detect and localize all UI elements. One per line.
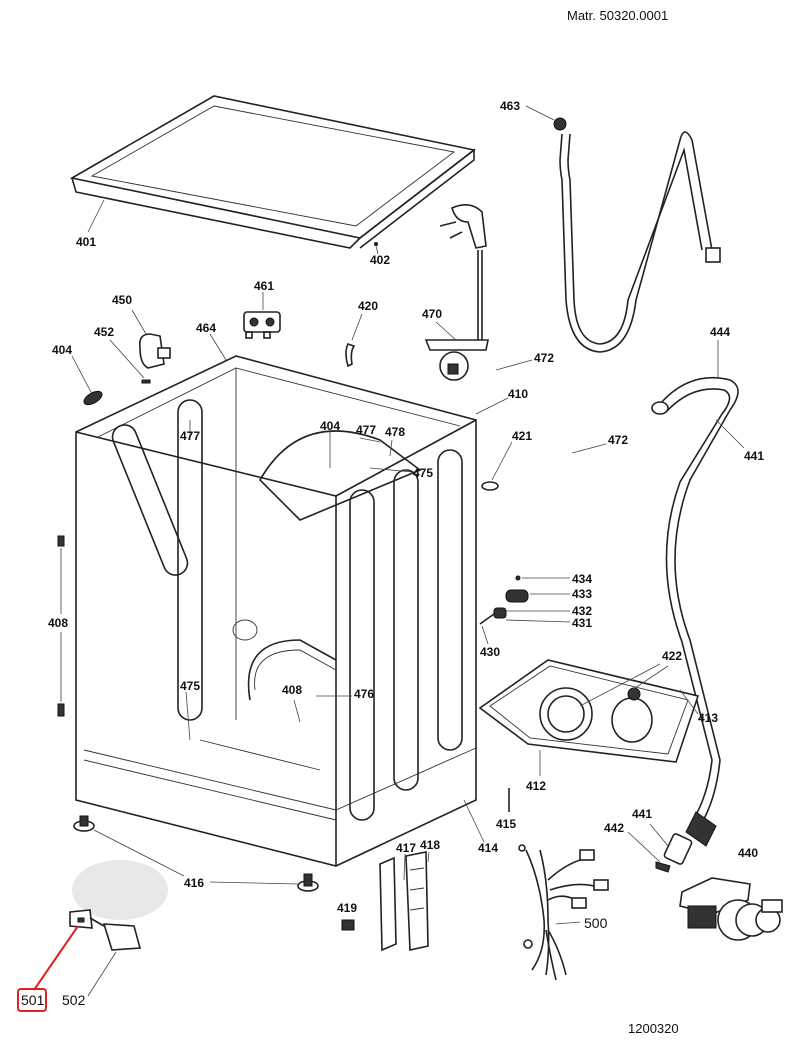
label-408-left[interactable]: 408: [48, 616, 68, 630]
highlight-box-501: [17, 988, 47, 1012]
label-476[interactable]: 476: [354, 687, 374, 701]
label-401[interactable]: 401: [76, 235, 96, 249]
label-420[interactable]: 420: [358, 299, 378, 313]
drain-hose-part[interactable]: [651, 376, 739, 865]
label-402[interactable]: 402: [370, 253, 390, 267]
inlet-valve-part[interactable]: [243, 311, 281, 339]
sensor-connector-part[interactable]: [69, 909, 93, 929]
clip-part[interactable]: [345, 343, 356, 368]
label-412[interactable]: 412: [526, 779, 546, 793]
label-421[interactable]: 421: [512, 429, 532, 443]
label-408-center[interactable]: 408: [282, 683, 302, 697]
label-414[interactable]: 414: [478, 841, 498, 855]
wiring-harness-part[interactable]: [518, 844, 609, 981]
label-461[interactable]: 461: [254, 279, 274, 293]
label-442[interactable]: 442: [604, 821, 624, 835]
label-450[interactable]: 450: [112, 293, 132, 307]
material-number: Matr. 50320.0001: [567, 8, 668, 23]
drain-pump-part[interactable]: [679, 877, 783, 941]
label-432[interactable]: 432: [572, 604, 592, 618]
label-416[interactable]: 416: [184, 876, 204, 890]
control-board-part[interactable]: [379, 851, 429, 952]
label-430[interactable]: 430: [480, 645, 500, 659]
label-434[interactable]: 434: [572, 572, 592, 586]
power-cord-part[interactable]: [424, 204, 489, 381]
label-463[interactable]: 463: [500, 99, 520, 113]
label-444[interactable]: 444: [710, 325, 730, 339]
small-part-419[interactable]: [341, 919, 355, 931]
door-lock-parts[interactable]: [479, 575, 529, 625]
inlet-hose-part[interactable]: [553, 117, 721, 353]
label-441-lower[interactable]: 441: [632, 807, 652, 821]
top-lid-part[interactable]: [69, 95, 476, 249]
label-477-center[interactable]: 477: [356, 423, 376, 437]
hose-clamp-part[interactable]: [655, 861, 671, 873]
sensor-body-part[interactable]: [89, 917, 142, 951]
label-440[interactable]: 440: [738, 846, 758, 860]
gray-shadow: [72, 860, 168, 920]
label-500[interactable]: 500: [584, 915, 608, 931]
label-475-right[interactable]: 475: [413, 466, 433, 480]
label-415[interactable]: 415: [496, 817, 516, 831]
label-477-left[interactable]: 477: [180, 429, 200, 443]
label-410[interactable]: 410: [508, 387, 528, 401]
label-464[interactable]: 464: [196, 321, 216, 335]
label-478[interactable]: 478: [385, 425, 405, 439]
drawing-code: 1200320: [628, 1021, 679, 1036]
spring-clip-lower[interactable]: [57, 703, 65, 717]
label-404-center[interactable]: 404: [320, 419, 340, 433]
label-475-left[interactable]: 475: [180, 679, 200, 693]
bumper-part[interactable]: [82, 389, 104, 408]
label-419[interactable]: 419: [337, 901, 357, 915]
label-441-upper[interactable]: 441: [744, 449, 764, 463]
label-472-upper[interactable]: 472: [534, 351, 554, 365]
label-472-lower[interactable]: 472: [608, 433, 628, 447]
label-470[interactable]: 470: [422, 307, 442, 321]
label-502[interactable]: 502: [62, 992, 86, 1008]
spring-clip-upper[interactable]: [57, 535, 65, 547]
pressure-switch-part[interactable]: [138, 333, 171, 369]
label-404-left[interactable]: 404: [52, 343, 72, 357]
label-431[interactable]: 431: [572, 616, 592, 630]
label-418[interactable]: 418: [420, 838, 440, 852]
leader-501: [33, 925, 79, 991]
label-433[interactable]: 433: [572, 587, 592, 601]
bracket-part[interactable]: [481, 481, 499, 491]
cabinet-body: [75, 355, 477, 867]
label-501[interactable]: 501: [21, 992, 45, 1008]
foot-part[interactable]: [73, 815, 319, 892]
label-413[interactable]: 413: [698, 711, 718, 725]
plinth-panel-part[interactable]: [478, 659, 700, 763]
label-452[interactable]: 452: [94, 325, 114, 339]
label-422[interactable]: 422: [662, 649, 682, 663]
label-417[interactable]: 417: [396, 841, 416, 855]
